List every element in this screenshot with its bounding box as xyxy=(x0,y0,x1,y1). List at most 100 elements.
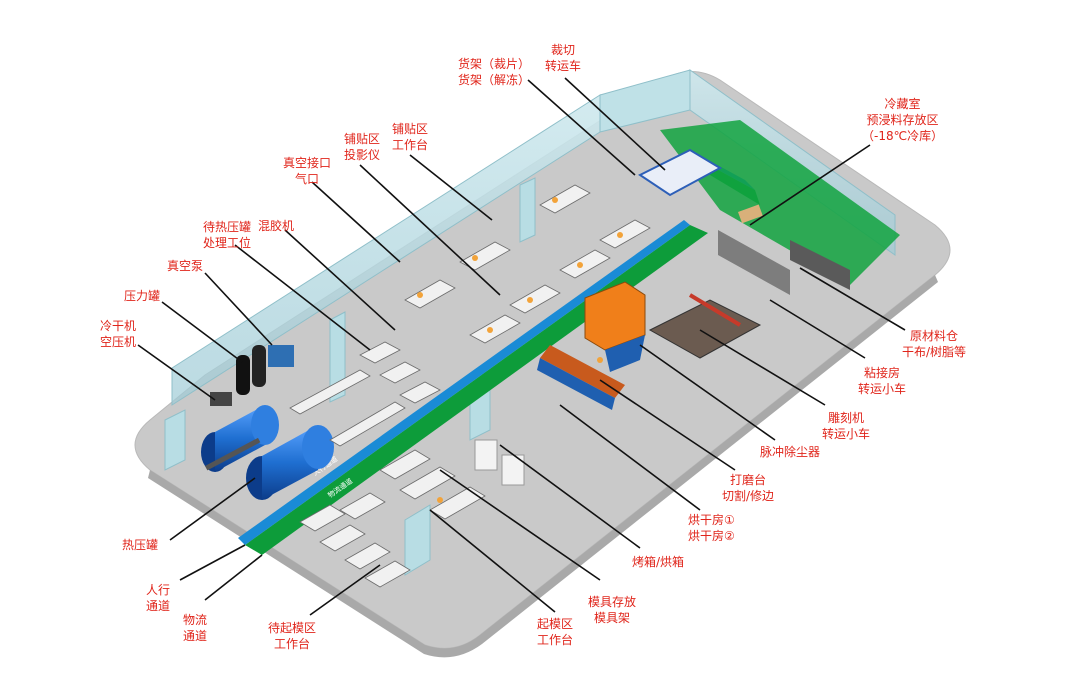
label-vacuum-port: 真空接口 气口 xyxy=(283,155,331,187)
label-logistics: 物流 通道 xyxy=(183,612,207,644)
label-drying-room: 烘干房① 烘干房② xyxy=(688,512,735,544)
bench xyxy=(469,314,521,344)
cutting-machine xyxy=(638,148,723,197)
bench xyxy=(404,279,456,309)
label-line: 预浸料存放区 xyxy=(866,113,939,127)
label-layup-projector: 铺贴区 投影仪 xyxy=(344,131,380,163)
bench xyxy=(339,492,386,520)
label-dryer: 冷干机 空压机 xyxy=(100,318,136,350)
bench xyxy=(319,524,366,552)
label-pressure-tank: 压力罐 xyxy=(124,288,160,304)
bench xyxy=(399,381,441,404)
bench xyxy=(599,219,651,249)
vacuum-pump xyxy=(268,345,294,367)
bench xyxy=(399,466,456,500)
label-line: 起模区 xyxy=(537,617,574,631)
bench xyxy=(299,504,346,532)
label-line: 原材料仓 xyxy=(910,329,959,343)
label-mold-storage: 模具存放 模具架 xyxy=(588,594,636,626)
partition-5 xyxy=(164,409,186,471)
bench xyxy=(344,542,391,570)
partition-4 xyxy=(404,504,431,576)
cold-room-floor xyxy=(660,120,900,285)
partition-2 xyxy=(519,177,536,243)
bench xyxy=(364,560,411,588)
label-line: 物流 xyxy=(183,613,208,627)
label-line: 裁切 xyxy=(551,43,576,57)
label-dust-collector: 脉冲除尘器 xyxy=(760,444,820,460)
engraving-machine xyxy=(648,299,762,359)
oven xyxy=(474,439,498,471)
pressure-tank-2 xyxy=(252,345,266,387)
label-line: 压力罐 xyxy=(124,289,161,303)
label-line: 空压机 xyxy=(100,335,137,349)
label-line: 待起模区 xyxy=(268,621,317,635)
label-line: 货架（裁片） xyxy=(458,57,531,71)
bench xyxy=(509,284,561,314)
label-line: 人行 xyxy=(146,583,171,597)
label-line: （-18℃冷库） xyxy=(862,129,944,143)
bench xyxy=(379,449,431,480)
label-demold: 起模区 工作台 xyxy=(537,616,573,648)
label-line: 工作台 xyxy=(392,138,429,152)
label-line: 投影仪 xyxy=(344,148,381,162)
bench xyxy=(379,361,421,384)
bench xyxy=(429,486,486,520)
bench xyxy=(559,249,611,279)
bench xyxy=(359,341,401,364)
leader-lines xyxy=(137,77,906,616)
label-line: 转运小车 xyxy=(858,382,907,396)
label-line: 处理工位 xyxy=(203,236,252,250)
label-line: 转运车 xyxy=(545,59,582,73)
label-line: 脉冲除尘器 xyxy=(760,445,821,459)
label-wait-autoclave: 待热压罐 处理工位 xyxy=(203,219,251,251)
label-line: 真空泵 xyxy=(167,259,204,273)
label-line: 真空接口 xyxy=(283,156,332,170)
label-line: 待热压罐 xyxy=(203,220,252,234)
label-line: 混胶机 xyxy=(258,219,295,233)
label-line: 通道 xyxy=(183,629,208,643)
label-line: 铺贴区 xyxy=(344,132,381,146)
label-engraving: 雕刻机 转运小车 xyxy=(822,410,870,442)
label-line: 模具存放 xyxy=(588,595,637,609)
cold-rack xyxy=(718,230,790,295)
autoclave-2 xyxy=(246,425,334,500)
label-line: 烘干房② xyxy=(688,529,735,543)
label-cutter: 裁切 转运车 xyxy=(545,42,581,74)
label-line: 烤箱/烘箱 xyxy=(632,555,685,569)
dryer-unit xyxy=(210,392,232,406)
label-line: 热压罐 xyxy=(122,538,159,552)
label-line: 打磨台 xyxy=(730,473,767,487)
autoclave-1 xyxy=(201,405,279,472)
bench xyxy=(539,184,591,214)
label-line: 干布/树脂等 xyxy=(902,345,967,359)
label-line: 铺贴区 xyxy=(392,122,429,136)
label-line: 工作台 xyxy=(274,637,311,651)
label-line: 气口 xyxy=(295,172,320,186)
label-line: 烘干房① xyxy=(688,513,735,527)
label-line: 转运小车 xyxy=(822,427,871,441)
cold-rack-2 xyxy=(790,240,850,290)
label-line: 雕刻机 xyxy=(828,411,865,425)
label-vacuum-pump: 真空泵 xyxy=(167,258,203,274)
label-shelf: 货架（裁片） 货架（解冻） xyxy=(458,56,530,88)
label-grinding: 打磨台 切割/修边 xyxy=(722,472,774,504)
label-mixer: 混胶机 xyxy=(258,218,294,234)
label-bonding-room: 粘接房 转运小车 xyxy=(858,365,906,397)
label-line: 通道 xyxy=(146,599,171,613)
walkway-aisle xyxy=(238,220,690,545)
label-line: 冷藏室 xyxy=(884,97,921,111)
label-walkway: 人行 通道 xyxy=(146,582,170,614)
label-line: 模具架 xyxy=(594,611,631,625)
label-line: 冷干机 xyxy=(100,319,137,333)
label-line: 工作台 xyxy=(537,633,574,647)
bench xyxy=(329,401,406,447)
pressure-tank xyxy=(236,355,250,395)
label-oven: 烤箱/烘箱 xyxy=(632,554,684,570)
label-autoclave: 热压罐 xyxy=(122,537,158,553)
grinding-line xyxy=(540,345,625,398)
label-cold-room: 冷藏室 预浸料存放区 （-18℃冷库） xyxy=(862,96,943,144)
label-line: 切割/修边 xyxy=(722,489,775,503)
label-line: 货架（解冻） xyxy=(458,73,531,87)
